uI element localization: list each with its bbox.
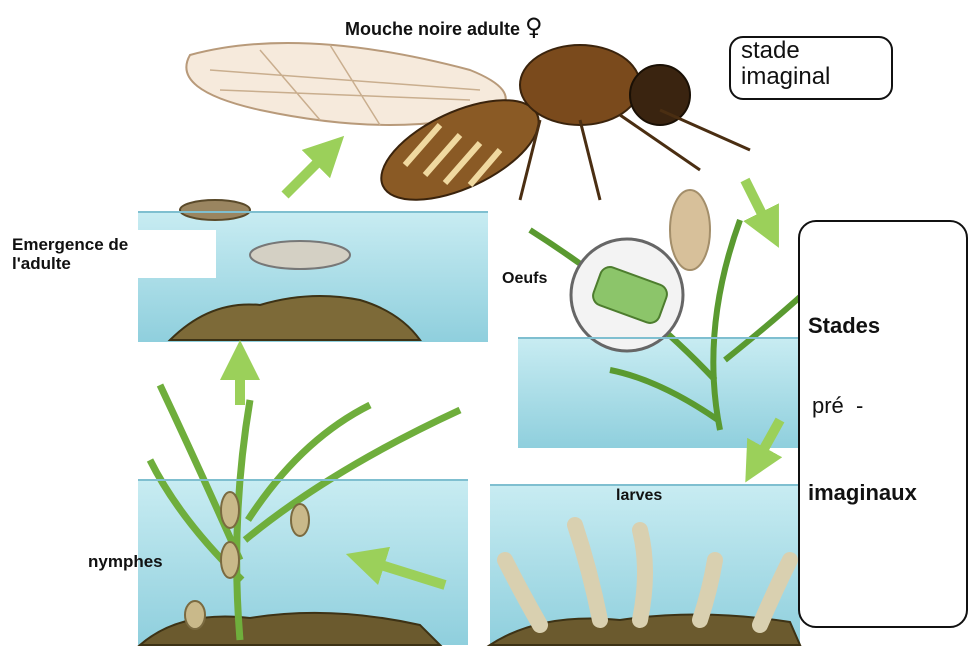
arrow-to-eggs bbox=[745, 180, 770, 230]
imaginal-line1: stade bbox=[741, 38, 830, 64]
emergence-label: Emergence de l'adulte bbox=[12, 236, 128, 273]
nymphs-label: nymphes bbox=[88, 553, 163, 572]
plant-seedhead bbox=[670, 190, 710, 270]
emergence-line1: Emergence de bbox=[12, 236, 128, 255]
water-eggs bbox=[518, 338, 808, 448]
pre-imaginal-line1: Stades bbox=[808, 314, 880, 338]
female-symbol: ♀ bbox=[525, 13, 543, 41]
pre-imaginal-line2: pré - bbox=[812, 394, 863, 418]
larvae-label: larves bbox=[616, 487, 662, 505]
emerging-pupa bbox=[250, 241, 350, 269]
adult-fly-text: Mouche noire adulte bbox=[345, 19, 520, 39]
adult-fly bbox=[186, 43, 750, 220]
imaginal-stage-label: stade imaginal bbox=[741, 38, 830, 91]
emergence-line2: l'adulte bbox=[12, 255, 128, 274]
pre-imaginal-stages-box bbox=[798, 220, 968, 628]
surface-adult bbox=[180, 200, 250, 220]
adult-fly-label: Mouche noire adulte ♀ bbox=[345, 14, 543, 40]
arrow-to-adult bbox=[285, 150, 330, 195]
imaginal-line2: imaginal bbox=[741, 64, 830, 90]
pre-imaginal-line3: imaginaux bbox=[808, 481, 917, 505]
eggs-label: Oeufs bbox=[502, 270, 547, 288]
